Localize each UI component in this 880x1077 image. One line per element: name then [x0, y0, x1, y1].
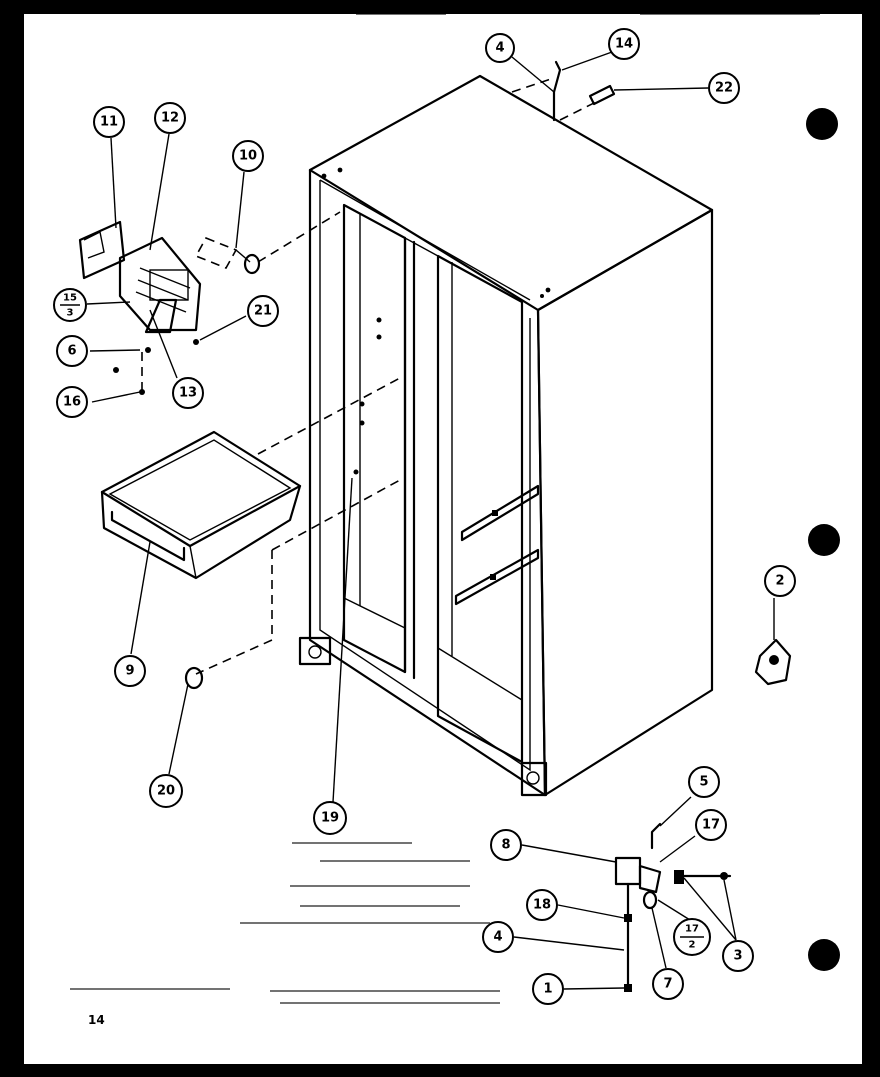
svg-text:16: 16 — [63, 395, 81, 410]
svg-text:15: 15 — [63, 293, 77, 304]
front-foot-right — [520, 761, 548, 797]
callout-8: 8 — [490, 829, 522, 861]
water-valve-assembly — [614, 822, 732, 992]
callout-12: 12 — [154, 102, 186, 134]
callout-5: 5 — [688, 766, 720, 798]
water-valve-8 — [614, 856, 642, 886]
svg-text:11: 11 — [100, 115, 118, 130]
callout-16: 16 — [56, 386, 88, 418]
svg-text:1: 1 — [543, 982, 552, 997]
svg-text:17: 17 — [685, 924, 699, 935]
front-foot-left — [298, 636, 332, 666]
water-fitting-22 — [588, 84, 616, 106]
cabinet-front-frame — [308, 168, 547, 797]
callout-2-right: 2 — [764, 565, 796, 597]
svg-text:4: 4 — [495, 41, 504, 56]
svg-text:13: 13 — [179, 386, 197, 401]
callout-22: 22 — [708, 72, 740, 104]
callout-1: 1 — [532, 973, 564, 1005]
svg-text:2: 2 — [775, 574, 784, 589]
water-valve-part-2 — [754, 598, 792, 686]
ice-maker-plate — [194, 236, 238, 270]
callout-7: 7 — [652, 968, 684, 1000]
ice-bin-9 — [100, 377, 401, 675]
svg-text:17: 17 — [702, 818, 720, 833]
callout-19: 19 — [313, 801, 347, 835]
bearing-20 — [184, 666, 204, 690]
callout-11: 11 — [93, 106, 125, 138]
callout-14: 14 — [608, 28, 640, 60]
svg-text:3: 3 — [67, 308, 74, 319]
binder-hole-bottom — [808, 939, 840, 971]
callout-15-3: 15 3 — [53, 288, 87, 322]
svg-text:6: 6 — [67, 344, 76, 359]
shelf-rail-upper — [460, 484, 540, 542]
callout-20: 20 — [149, 774, 183, 808]
svg-text:21: 21 — [254, 304, 272, 319]
svg-text:18: 18 — [533, 898, 551, 913]
top-wire-assembly — [511, 60, 616, 122]
callout-4-bottom: 4 — [482, 921, 514, 953]
binder-hole-top — [806, 108, 838, 140]
svg-text:4: 4 — [493, 930, 502, 945]
callout-3: 3 — [722, 940, 754, 972]
svg-text:14: 14 — [615, 37, 633, 52]
callout-4-top: 4 — [485, 33, 515, 63]
callout-17: 17 — [695, 809, 727, 841]
callout-9: 9 — [114, 655, 146, 687]
fresh-food-liner-opening — [436, 254, 524, 764]
svg-text:19: 19 — [321, 811, 339, 826]
callout-13: 13 — [172, 377, 204, 409]
page-number: 14 — [88, 1013, 105, 1027]
scan-artifacts — [70, 10, 820, 1004]
binder-hole-middle — [808, 524, 840, 556]
svg-text:9: 9 — [125, 664, 134, 679]
leader-lines — [86, 51, 737, 990]
svg-text:3: 3 — [733, 949, 742, 964]
ice-maker-cover-11 — [78, 220, 126, 280]
grommet-10 — [243, 253, 261, 275]
shelf-rail-lower — [454, 548, 540, 606]
svg-text:5: 5 — [699, 775, 708, 790]
svg-text:10: 10 — [239, 149, 257, 164]
callout-10: 10 — [232, 140, 264, 172]
mounting-bracket-13 — [144, 298, 178, 334]
svg-text:2: 2 — [689, 940, 696, 951]
callout-17-2: 17 2 — [673, 918, 711, 956]
svg-text:20: 20 — [157, 784, 175, 799]
svg-text:12: 12 — [161, 111, 179, 126]
refrigerator-cabinet — [298, 74, 714, 797]
cabinet-side — [536, 208, 714, 797]
callout-18: 18 — [526, 889, 558, 921]
ice-maker-body-12 — [118, 236, 202, 332]
callout-21: 21 — [247, 295, 279, 327]
svg-text:8: 8 — [501, 838, 510, 853]
cabinet-top — [308, 74, 714, 312]
ice-maker-assembly — [78, 211, 341, 395]
svg-text:22: 22 — [715, 81, 733, 96]
diagram-sheet — [24, 14, 862, 1064]
svg-text:7: 7 — [663, 977, 672, 992]
callout-6: 6 — [56, 335, 88, 367]
